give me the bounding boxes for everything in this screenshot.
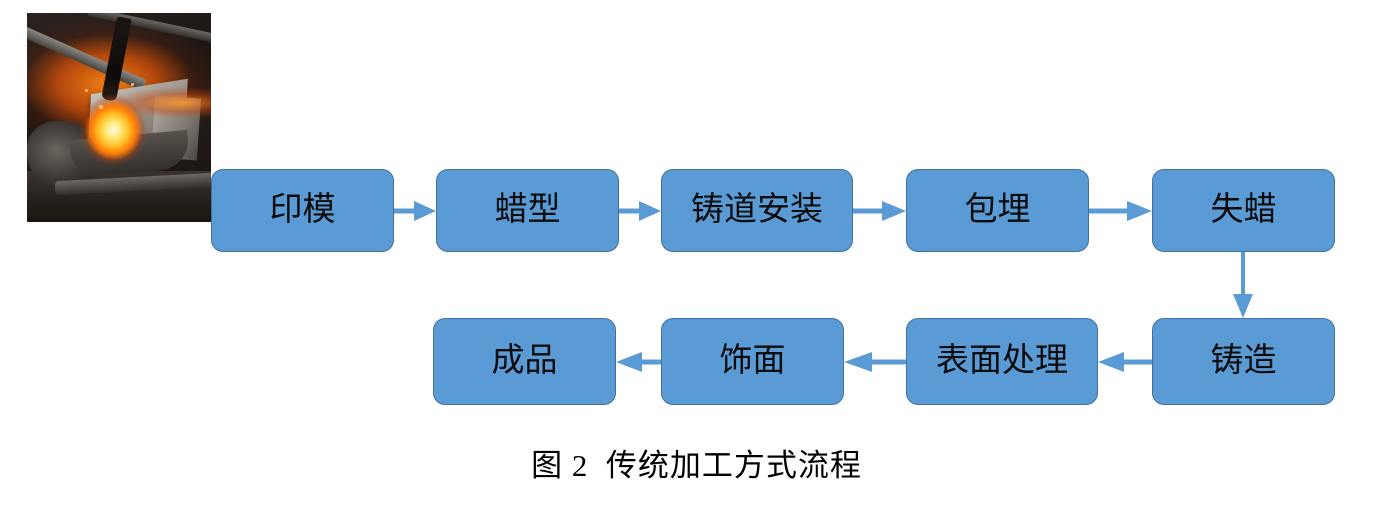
node-label: 失蜡 bbox=[1210, 192, 1277, 228]
node-label: 蜡型 bbox=[494, 192, 561, 228]
node-shila[interactable]: 失蜡 bbox=[1152, 169, 1335, 252]
node-label: 包埋 bbox=[964, 192, 1031, 228]
photo-spark bbox=[131, 83, 134, 86]
node-chengpin[interactable]: 成品 bbox=[433, 318, 616, 405]
arrow-baomai-to-shila bbox=[1089, 196, 1152, 226]
photo-spark bbox=[99, 105, 103, 109]
node-lasing[interactable]: 蜡型 bbox=[436, 169, 619, 252]
node-label: 铸道安装 bbox=[691, 192, 823, 228]
arrow-zhudaoanzhuang-to-baomai bbox=[853, 196, 906, 226]
node-label: 铸造 bbox=[1210, 343, 1277, 379]
node-baomai[interactable]: 包埋 bbox=[906, 169, 1089, 252]
node-label: 饰面 bbox=[719, 343, 786, 379]
node-biaomianchuli[interactable]: 表面处理 bbox=[906, 318, 1098, 405]
arrow-zhuzao-to-biaomianchuli bbox=[1098, 347, 1152, 377]
node-shimian[interactable]: 饰面 bbox=[661, 318, 844, 405]
process-photo bbox=[27, 13, 211, 222]
arrow-shimian-to-chengpin bbox=[616, 347, 661, 377]
arrow-lasing-to-zhudaoanzhuang bbox=[619, 196, 661, 226]
node-zhuzao[interactable]: 铸造 bbox=[1152, 318, 1335, 405]
arrow-yinmo-to-lasing bbox=[394, 196, 436, 226]
node-zhudaoanzhuang[interactable]: 铸道安装 bbox=[661, 169, 853, 252]
photo-spark bbox=[85, 89, 88, 92]
arrow-biaomianchuli-to-shimian bbox=[844, 347, 906, 377]
node-yinmo[interactable]: 印模 bbox=[211, 169, 394, 252]
node-label: 成品 bbox=[491, 343, 558, 379]
node-label: 印模 bbox=[269, 192, 336, 228]
figure-caption: 图 2 传统加工方式流程 bbox=[531, 448, 862, 483]
arrow-shila-to-zhuzao bbox=[1228, 252, 1258, 318]
node-label: 表面处理 bbox=[936, 343, 1068, 379]
